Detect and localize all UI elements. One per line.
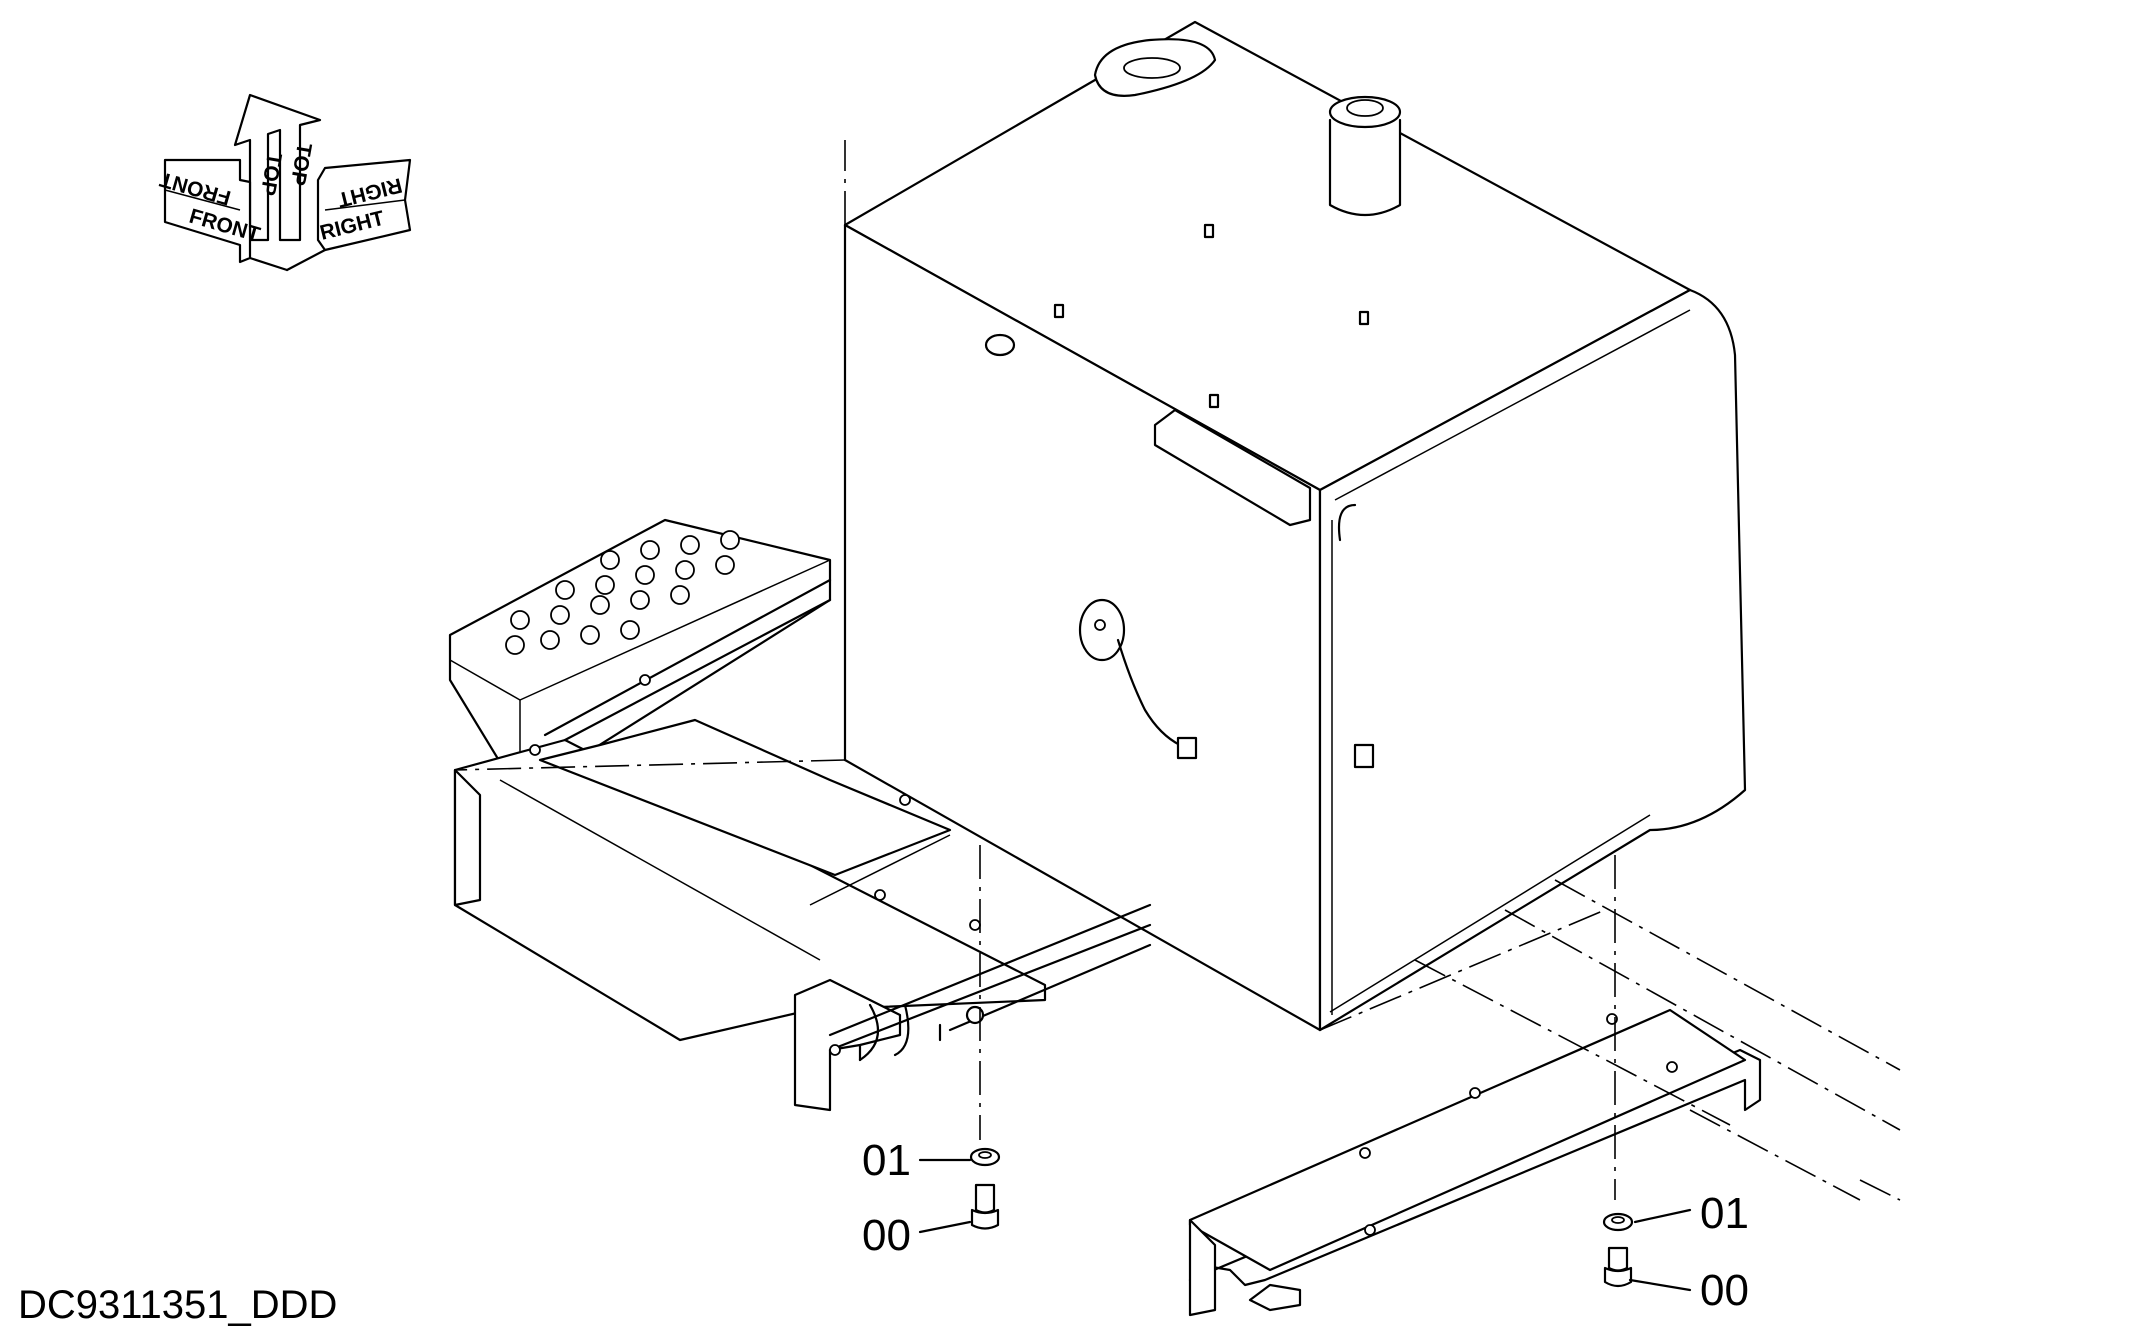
drawing-id: DC9311351_DDD	[18, 1283, 337, 1327]
inner-plate	[538, 718, 952, 877]
construction-lines	[454, 140, 1901, 1201]
stud	[1358, 310, 1370, 326]
tank-side-face	[1318, 288, 1747, 1032]
callout-label: 00	[1700, 1266, 1749, 1315]
stud	[1053, 303, 1065, 319]
step-frame-assembly	[448, 518, 1152, 1112]
level-sensor	[1078, 598, 1198, 760]
filler-cap	[1328, 95, 1402, 216]
orientation-indicator: FRONT FRONT TOP TOP RIGHT RIGHT	[157, 93, 412, 272]
fasteners-left	[969, 1147, 1001, 1230]
callouts: 01 00 01 00	[862, 1136, 1749, 1315]
bolt-right-head	[1603, 1266, 1633, 1288]
stud	[1208, 393, 1220, 409]
callout-label: 01	[862, 1136, 911, 1185]
callout-label: 00	[862, 1211, 911, 1260]
callout-label: 01	[1700, 1189, 1749, 1238]
stud	[1203, 223, 1215, 239]
mounting-bracket	[1188, 1008, 1762, 1317]
bolt-left-shank	[974, 1183, 996, 1214]
bracket-plate	[1153, 408, 1312, 527]
bolt-right-shank	[1607, 1246, 1629, 1272]
bolt-left-head	[970, 1208, 1000, 1230]
tank-assembly	[843, 20, 1747, 1032]
step-holes	[505, 530, 740, 655]
fasteners-right	[1602, 1212, 1634, 1288]
